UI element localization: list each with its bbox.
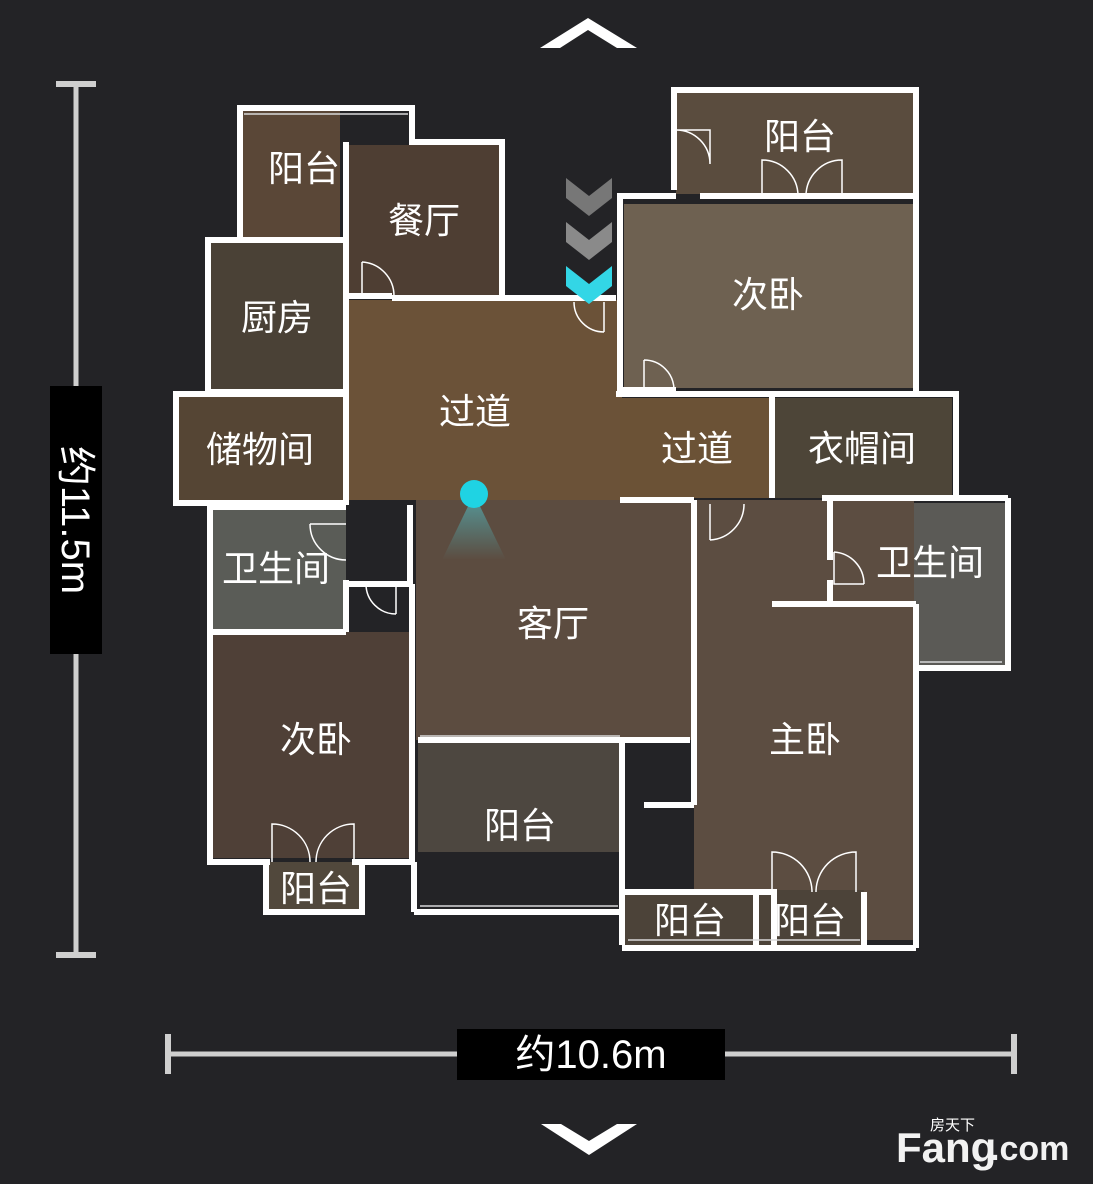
door-balcony-top-right-double: [761, 159, 843, 197]
label-cloakroom: 衣帽间: [808, 429, 916, 470]
floor-bedroom-left: [210, 632, 410, 858]
label-bedroom-left: 次卧: [280, 720, 352, 761]
door-bedroom-top-right: [643, 359, 675, 391]
room-labels: 阳台 餐厅 厨房 储物间 过道 过道 卫生间 次卧 阳台 客厅 阳台 阳台 次卧…: [206, 117, 984, 942]
height-dimension-label: 约11.5m: [53, 446, 97, 594]
label-master-bedroom: 主卧: [769, 720, 841, 761]
label-balcony-bottom-right-a: 阳台: [654, 901, 726, 942]
label-corridor-main: 过道: [439, 392, 511, 433]
width-dimension-label: 约10.6m: [515, 1033, 666, 1077]
floor-corridor-right: [620, 398, 770, 498]
label-kitchen: 厨房: [241, 298, 313, 339]
door-dining: [361, 261, 395, 297]
width-dimension: 约10.6m: [165, 1029, 1017, 1080]
label-balcony-top-left: 阳台: [268, 149, 340, 190]
floor-balcony-bottom-right: [624, 890, 864, 945]
floor-dining: [345, 145, 500, 295]
label-bathroom-right: 卫生间: [876, 543, 984, 584]
floor-balcony-top-right: [676, 92, 914, 194]
fang-logo: 房天下 Fang .com: [896, 1116, 1069, 1171]
label-living: 客厅: [517, 604, 589, 645]
door-corridor-entry: [573, 301, 605, 333]
floor-cloakroom: [774, 398, 952, 498]
label-storage: 储物间: [206, 430, 314, 471]
floor-master-bedroom: [694, 500, 914, 940]
floor-corridor-main: [346, 300, 622, 500]
floor-kitchen: [210, 240, 345, 390]
floor-balcony-bottom-center: [418, 742, 624, 852]
viewer-position-icon[interactable]: [442, 480, 506, 560]
door-balcony-top-right: [675, 129, 711, 165]
doors: [271, 129, 865, 893]
label-bathroom-left: 卫生间: [222, 549, 330, 590]
door-master: [709, 503, 745, 541]
door-bathroom-left: [309, 523, 347, 561]
chevron-down-icon[interactable]: [541, 1124, 637, 1155]
floor-bathroom-left: [210, 508, 346, 630]
entry-chevrons-icon[interactable]: [566, 178, 612, 304]
windows: [244, 113, 1002, 941]
logo-com-text: .com: [990, 1130, 1069, 1168]
door-balcony-bottom-right-double: [771, 851, 857, 893]
label-balcony-bottom-right-b: 阳台: [774, 901, 846, 942]
floor-balcony-top-left: [240, 110, 340, 240]
label-dining: 餐厅: [388, 201, 460, 242]
height-dimension: 约11.5m: [50, 81, 102, 958]
floor-storage: [178, 396, 346, 501]
label-balcony-top-right: 阳台: [764, 117, 836, 158]
door-bedroom-left: [365, 583, 397, 615]
label-balcony-bottom-center: 阳台: [484, 806, 556, 847]
door-balcony-bottom-left-double: [271, 823, 355, 863]
floor-bedroom-top-right: [624, 204, 914, 388]
logo-top-text: 房天下: [930, 1116, 975, 1134]
room-floors: [178, 92, 1006, 945]
floor-balcony-bottom-left: [266, 862, 362, 912]
door-bathroom-right: [833, 551, 865, 585]
chevron-up-icon[interactable]: [540, 18, 637, 48]
label-balcony-bottom-left: 阳台: [280, 869, 352, 910]
label-bedroom-top-right: 次卧: [732, 275, 804, 316]
logo-main-text: Fang: [896, 1124, 996, 1171]
label-corridor-right: 过道: [661, 429, 733, 470]
